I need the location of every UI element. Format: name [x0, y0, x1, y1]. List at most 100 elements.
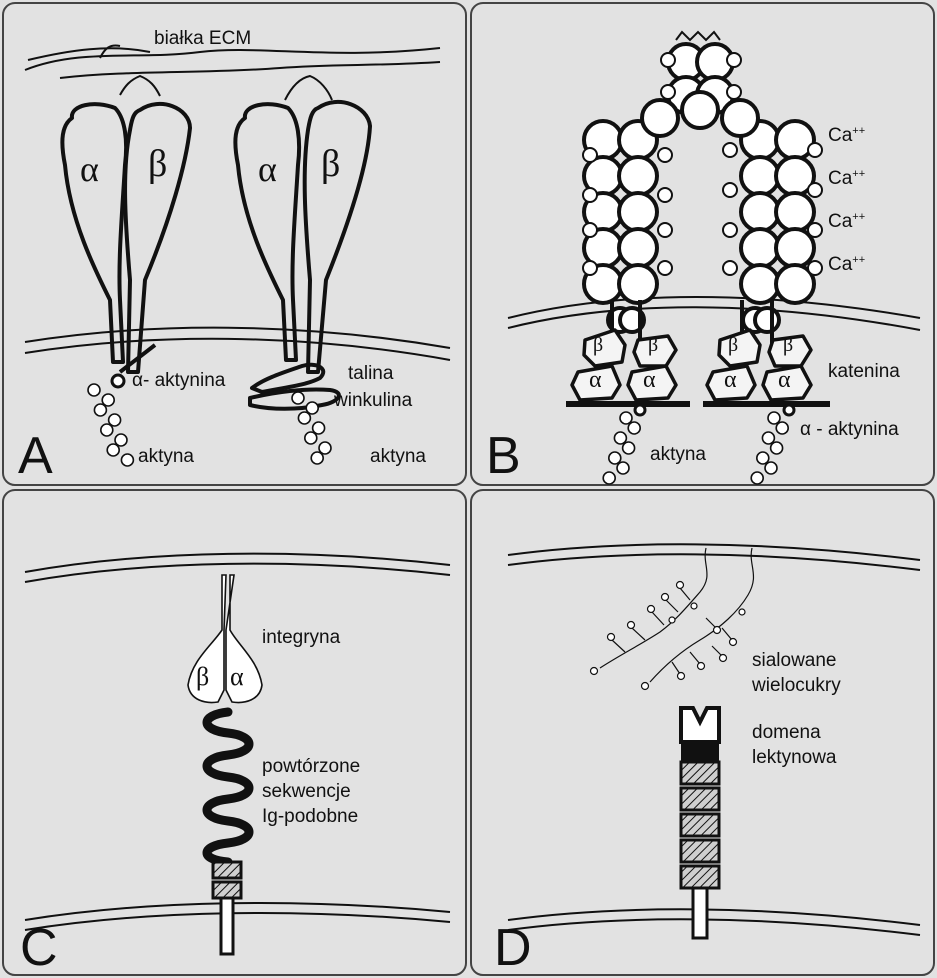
- calcium-site: [583, 148, 597, 162]
- actin-monomer: [311, 452, 323, 464]
- panel-c-letter: C: [20, 922, 58, 974]
- calcium-label-2: Ca++: [828, 163, 865, 190]
- actin-label-a-left: aktyna: [138, 446, 194, 468]
- calcium-site: [723, 261, 737, 275]
- actin-monomer: [88, 384, 100, 396]
- membrane-d-bottom-inner: [508, 919, 920, 935]
- actin-monomer: [107, 444, 119, 456]
- alpha-catenin-3: α: [724, 367, 737, 394]
- calcium-site: [658, 261, 672, 275]
- alpha-subunit-c: α: [230, 662, 244, 692]
- actin-monomer: [102, 394, 114, 406]
- actin-monomer: [771, 442, 783, 454]
- actinin-knob-b-left: [635, 405, 645, 415]
- alpha-subunit-a-left: α: [80, 148, 99, 190]
- actin-monomer: [109, 414, 121, 426]
- alpha-actinin-label-a: α- aktynina: [132, 370, 225, 392]
- cam-stem-c: [213, 862, 241, 954]
- panel-a-letter: A: [18, 430, 53, 482]
- actin-label-a-right: aktyna: [370, 446, 426, 468]
- panel-d-drawing: [508, 544, 920, 938]
- actin-monomer: [313, 422, 325, 434]
- integrin-label: integryna: [262, 627, 340, 649]
- actin-monomer: [623, 442, 635, 454]
- actin-monomer: [305, 432, 317, 444]
- actin-monomer: [768, 412, 780, 424]
- cadherin-domain: [619, 229, 657, 267]
- beta-subunit-c: β: [196, 662, 209, 692]
- actin-monomer: [628, 422, 640, 434]
- calcium-site: [583, 188, 597, 202]
- actin-filament-b-left: [603, 412, 640, 484]
- beta-catenin-2: β: [648, 334, 658, 357]
- beta-subunit-a-right: β: [321, 142, 340, 186]
- cadherin-domain: [741, 229, 779, 267]
- ecm-fibres: [25, 46, 440, 101]
- cadherin-domain: [755, 308, 779, 332]
- actin-label-b: aktyna: [650, 444, 706, 466]
- calcium-site: [723, 183, 737, 197]
- cadherin-top-edge: [676, 32, 720, 40]
- membrane-c-bottom-inner: [25, 913, 450, 930]
- vinculin-label: winkulina: [334, 390, 412, 412]
- calcium-site: [723, 223, 737, 237]
- cadherin-domain: [619, 265, 657, 303]
- calcium-site: [661, 85, 675, 99]
- calcium-site: [658, 188, 672, 202]
- beta-catenin-1: β: [593, 334, 603, 357]
- cadherin-domain: [682, 92, 718, 128]
- panel-d-letter: D: [494, 922, 532, 974]
- calcium-site: [808, 261, 822, 275]
- integrin-left: [62, 104, 190, 372]
- alpha-actinin-label-b: α - aktynina: [800, 419, 899, 441]
- actin-monomer: [306, 402, 318, 414]
- panel-b-letter: B: [486, 430, 521, 482]
- calcium-site: [658, 223, 672, 237]
- beta-catenin-3: β: [728, 334, 738, 357]
- catenin-label: katenina: [828, 361, 900, 383]
- calcium-site: [808, 223, 822, 237]
- cadherin-domain: [619, 193, 657, 231]
- alpha-catenin-4: α: [778, 367, 791, 394]
- lectin-domain-label: domena lektynowa: [752, 720, 837, 770]
- actin-monomer: [94, 404, 106, 416]
- actin-monomer: [620, 412, 632, 424]
- beta-subunit-a-left: β: [148, 142, 167, 186]
- membrane-c-top-inner: [25, 564, 450, 582]
- membrane-d-top-inner: [508, 554, 920, 570]
- cadherin-domains: [583, 44, 822, 332]
- calcium-label-3: Ca++: [828, 206, 865, 233]
- actin-monomer: [115, 434, 127, 446]
- actin-monomer: [603, 472, 615, 484]
- calcium-site: [723, 143, 737, 157]
- membrane-a-inner: [25, 339, 450, 360]
- calcium-site: [808, 183, 822, 197]
- cadherin-domain: [741, 157, 779, 195]
- alpha-catenin-2: α: [643, 367, 656, 394]
- actin-monomer: [319, 442, 331, 454]
- cadherin-domain: [619, 157, 657, 195]
- calcium-site: [727, 85, 741, 99]
- actin-filament-b-right: [751, 412, 788, 484]
- actin-monomer: [762, 432, 774, 444]
- actin-monomer: [614, 432, 626, 444]
- calcium-label-1: Ca++: [828, 120, 865, 147]
- talin-label: talina: [348, 363, 393, 385]
- calcium-site: [583, 261, 597, 275]
- alpha-catenin-1: α: [589, 367, 602, 394]
- cadherin-domain: [741, 265, 779, 303]
- actin-monomer: [765, 462, 777, 474]
- sialylated-glycans-label: sialowane wielocukry: [752, 648, 841, 698]
- actin-monomer: [292, 392, 304, 404]
- actinin-knob: [112, 375, 124, 387]
- actin-monomer: [751, 472, 763, 484]
- actin-monomer: [776, 422, 788, 434]
- calcium-site: [583, 223, 597, 237]
- cadherin-domain: [776, 229, 814, 267]
- actin-monomer: [617, 462, 629, 474]
- calcium-label-4: Ca++: [828, 249, 865, 276]
- beta-catenin-4: β: [783, 334, 793, 357]
- actin-filament-a-left: [88, 384, 133, 466]
